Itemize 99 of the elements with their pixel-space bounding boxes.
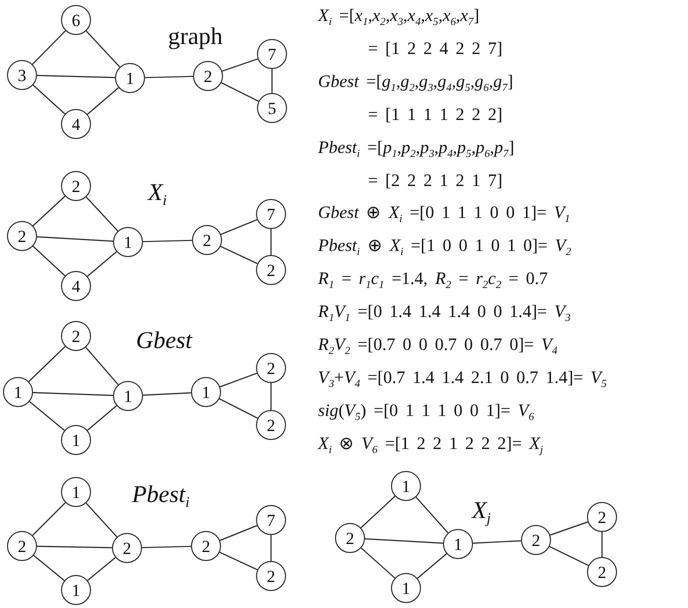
graph-node: 1 <box>443 529 473 559</box>
graph-edge <box>32 196 66 226</box>
graph-edge <box>472 540 522 544</box>
graph-node: 2 <box>61 171 91 201</box>
graph-node: 2 <box>256 255 286 285</box>
graph-edge <box>220 219 258 235</box>
graph-edge <box>36 236 114 242</box>
equation: X$_{i}$ =[x$_{1}$,x$_{2}$,x$_{3}$,x$_{4}$,x$_{5}$,x$_{6}$,x$_{7}$] <box>318 4 480 30</box>
graph-node: 6 <box>61 5 91 35</box>
equation: R$_{2}$V$_{2}$ =[0.7 0 0 0.7 0 0.7 0]= V$_{4}$ <box>318 333 558 359</box>
graph-edge <box>142 240 192 242</box>
graph-edge <box>29 401 65 431</box>
graph-node: 1 <box>61 575 91 605</box>
equation: R$_{1}$V$_{1}$ =[0 1.4 1.4 1.4 0 0 1.4]= V$_{3}$ <box>318 300 571 326</box>
equation: Gbest ⊕ X$_{i}$ =[0 1 1 1 0 0 1]= V$_{1}$ <box>318 201 570 228</box>
graph-edge <box>601 532 603 557</box>
equation: V$_{3}$+V$_{4}$ =[0.7 1.4 1.4 2.1 0 0.7 1.4]= V$_{5}$ <box>318 366 607 392</box>
graph-title: Pbest$_{i}$ <box>132 484 190 514</box>
graph-edge <box>549 546 589 566</box>
graph-edge <box>32 84 66 114</box>
graph-node: 1 <box>391 573 421 603</box>
graph-node: 2 <box>587 502 617 532</box>
graph-title: X$_{i}$ <box>148 182 167 212</box>
graph-edge <box>144 76 194 78</box>
graph-edge <box>32 502 66 536</box>
equation: Gbest =[g$_{1}$,g$_{2}$,g$_{3}$,g$_{4}$,g$_{5}$,g$_{6}$,g$_{7}$] <box>318 70 514 96</box>
graph-edge <box>87 405 117 431</box>
graph-edge <box>270 383 272 410</box>
graph-node: 2 <box>256 561 286 591</box>
equation: R$_{1}$ = r$_{1}$c$_{1}$ =1.4, R$_{2}$ = r$_{2}$c$_{2}$ = 0.7 <box>318 267 548 293</box>
graph-node: 2 <box>256 353 286 383</box>
graph-edge <box>86 30 120 68</box>
graph-edge <box>36 74 116 78</box>
graph-node: 1 <box>115 63 145 93</box>
graph-edge <box>416 496 448 534</box>
graph-edge <box>219 552 258 570</box>
graph-node: 7 <box>256 199 286 229</box>
graph-node: 3 <box>7 60 37 90</box>
graph-edge <box>360 496 396 528</box>
graph-node: 1 <box>3 377 33 407</box>
graph-edge <box>221 82 259 102</box>
graph-node: 1 <box>191 377 221 407</box>
graph-edge <box>142 392 192 396</box>
graph-edge <box>270 535 272 561</box>
graph-edge <box>550 521 588 536</box>
equation: = [2 2 2 1 2 1 7] <box>368 168 502 190</box>
graph-edge <box>271 69 273 93</box>
graph-node: 2 <box>335 523 365 553</box>
graph-node: 2 <box>192 225 222 255</box>
graph-node: 2 <box>7 531 37 561</box>
graph-node: 5 <box>257 93 287 123</box>
graph-edge <box>417 553 447 579</box>
graph-edge <box>222 58 258 72</box>
graph-node: 1 <box>113 381 143 411</box>
graph-title: graph <box>168 26 223 48</box>
graph-node: 2 <box>193 61 223 91</box>
graph-edge <box>220 525 258 541</box>
graph-node: 2 <box>112 533 142 563</box>
equation: sig(V$_{5}$) =[0 1 1 1 0 0 1]= V$_{6}$ <box>318 398 534 425</box>
graph-edge <box>85 346 119 386</box>
graph-node: 2 <box>191 531 221 561</box>
graph-edge <box>219 398 258 419</box>
graph-node: 4 <box>61 271 91 301</box>
equation: = [1 2 2 4 2 2 7] <box>368 36 502 59</box>
graph-edge <box>86 502 118 538</box>
graph-edge <box>87 87 119 115</box>
graph-edge <box>87 557 116 581</box>
graph-edge <box>270 229 272 255</box>
graph-edge <box>364 538 444 544</box>
graph-edge <box>33 555 65 581</box>
graph-node: 2 <box>7 221 37 251</box>
graph-node: 2 <box>587 557 617 587</box>
graph-node: 2 <box>61 321 91 351</box>
graph-node: 4 <box>61 109 91 139</box>
equation: Pbest$_{i}$ =[p$_{1}$,p$_{2}$,p$_{3}$,p$_{4}$,p$_{5}$,p$_{6}$,p$_{7}$] <box>318 136 514 162</box>
graph-title: Gbest <box>136 330 192 352</box>
graph-node: 1 <box>61 425 91 455</box>
equation: = [1 1 1 1 2 2 2] <box>368 102 502 125</box>
graph-edge <box>220 246 258 264</box>
graph-edge <box>220 372 258 388</box>
graph-edge <box>36 546 112 548</box>
graph-edge <box>86 196 118 232</box>
graph-edge <box>87 251 117 277</box>
graph-node: 2 <box>521 525 551 555</box>
graph-edge <box>32 246 66 276</box>
equation: X$_{i}$ ⊗ V$_{6}$ =[1 2 2 1 2 2 2]= X$_{j}$ <box>318 432 543 458</box>
graph-node: 1 <box>391 471 421 501</box>
graph-title: X$_{j}$ <box>472 500 491 530</box>
graph-node: 7 <box>256 505 286 535</box>
graph-edge <box>142 546 192 548</box>
graph-node: 2 <box>256 410 286 440</box>
equation: Pbest$_{i}$ ⊕ X$_{i}$ =[1 0 0 1 0 1 0]= V$_{2}$ <box>318 234 572 260</box>
graph-node: 7 <box>257 39 287 69</box>
graph-edge <box>32 392 114 396</box>
graph-node: 1 <box>61 477 91 507</box>
graph-node: 1 <box>113 227 143 257</box>
graph-edge <box>360 548 396 578</box>
graph-edge <box>28 346 66 382</box>
graph-edge <box>32 30 66 65</box>
